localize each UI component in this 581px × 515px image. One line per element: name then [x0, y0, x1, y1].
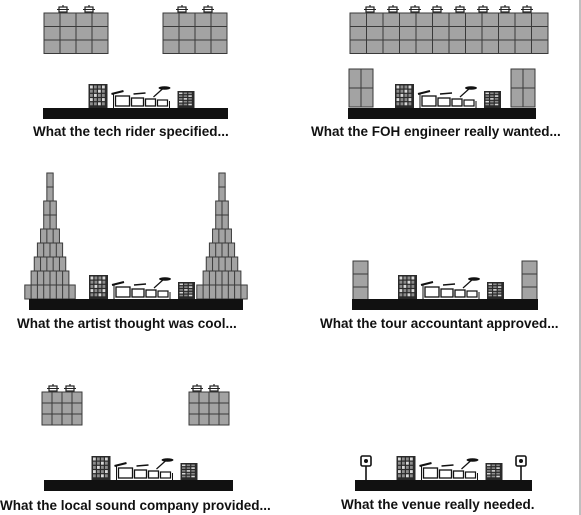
- panel-caption-tour-accountant: What the tour accountant approved...: [320, 316, 559, 331]
- rigging-motor-icon: [409, 5, 421, 13]
- rigging-motor-icon: [57, 5, 69, 13]
- ground-stack-left: [352, 260, 369, 301]
- panel-caption-tech-rider: What the tech rider specified...: [33, 124, 229, 139]
- amp-rack-right: [484, 91, 501, 108]
- panel-caption-foh-engineer: What the FOH engineer really wanted...: [311, 124, 561, 139]
- rigging-motor-icon: [64, 384, 76, 392]
- drum-kit-icon: [111, 86, 171, 108]
- rigging-motor-icon: [47, 384, 59, 392]
- speaker-tower-left: [24, 172, 76, 300]
- rigging-motor-icon: [191, 384, 203, 392]
- drum-kit-icon: [111, 277, 171, 299]
- stage-tech-rider: [43, 84, 228, 119]
- stage-deck: [348, 108, 536, 119]
- rigging-motor-icon: [521, 5, 533, 13]
- pole-speaker-icon: [360, 455, 372, 480]
- amp-rack-left: [89, 275, 108, 299]
- panel-caption-artist: What the artist thought was cool...: [17, 316, 237, 331]
- drum-kit-icon: [114, 458, 174, 480]
- stage-deck: [355, 480, 532, 491]
- speaker-array-left: [43, 12, 109, 54]
- drum-kit-icon: [417, 86, 477, 108]
- amp-rack-right: [177, 91, 195, 108]
- amp-rack-left: [398, 275, 417, 299]
- rigging-motor-icon: [387, 5, 399, 13]
- stage-deck: [352, 299, 538, 310]
- panel-tour-accountant: [352, 260, 538, 301]
- stage-tour-accountant: [352, 275, 538, 310]
- rigging-motor-icon: [454, 5, 466, 13]
- panel-foh-engineer: [348, 5, 549, 108]
- drum-kit-icon: [420, 277, 480, 299]
- amp-rack-left: [88, 84, 108, 108]
- amp-rack-right: [178, 282, 195, 299]
- ground-stack-right: [521, 260, 538, 301]
- panel-caption-venue: What the venue really needed.: [341, 497, 535, 512]
- stage-foh-engineer: [348, 84, 536, 119]
- rigging-motor-icon: [208, 384, 220, 392]
- stage-deck: [44, 480, 233, 491]
- speaker-array-left: [41, 391, 83, 426]
- amp-rack-right: [180, 463, 198, 480]
- rigging-motor-icon: [499, 5, 511, 13]
- panel-venue: [360, 455, 527, 480]
- frame-edge: [579, 0, 581, 515]
- stage-venue: [355, 456, 532, 491]
- amp-rack-right: [485, 463, 503, 480]
- speaker-array-right: [188, 391, 230, 426]
- speaker-array-wide: [349, 12, 549, 54]
- amp-rack-left: [396, 456, 416, 480]
- panel-caption-local-company: What the local sound company provided...: [0, 498, 271, 513]
- ground-stack-left: [348, 68, 374, 108]
- rigging-motor-icon: [83, 5, 95, 13]
- rigging-motor-icon: [176, 5, 188, 13]
- rigging-motor-icon: [477, 5, 489, 13]
- stage-deck: [29, 299, 243, 310]
- panel-tech-rider: [43, 5, 228, 54]
- pole-speaker-icon: [515, 455, 527, 480]
- rigging-motor-icon: [202, 5, 214, 13]
- speaker-tower-right: [196, 172, 248, 300]
- stage-local-company: [44, 456, 233, 491]
- ground-stack-right: [510, 68, 536, 108]
- rigging-motor-icon: [364, 5, 376, 13]
- panel-artist: [24, 172, 248, 300]
- amp-rack-right: [487, 282, 504, 299]
- drum-kit-icon: [419, 458, 479, 480]
- panel-local-company: [41, 384, 230, 426]
- amp-rack-left: [91, 456, 111, 480]
- rigging-motor-icon: [431, 5, 443, 13]
- amp-rack-left: [395, 84, 414, 108]
- speaker-array-right: [162, 12, 228, 54]
- stage-artist: [29, 275, 243, 310]
- stage-deck: [43, 108, 228, 119]
